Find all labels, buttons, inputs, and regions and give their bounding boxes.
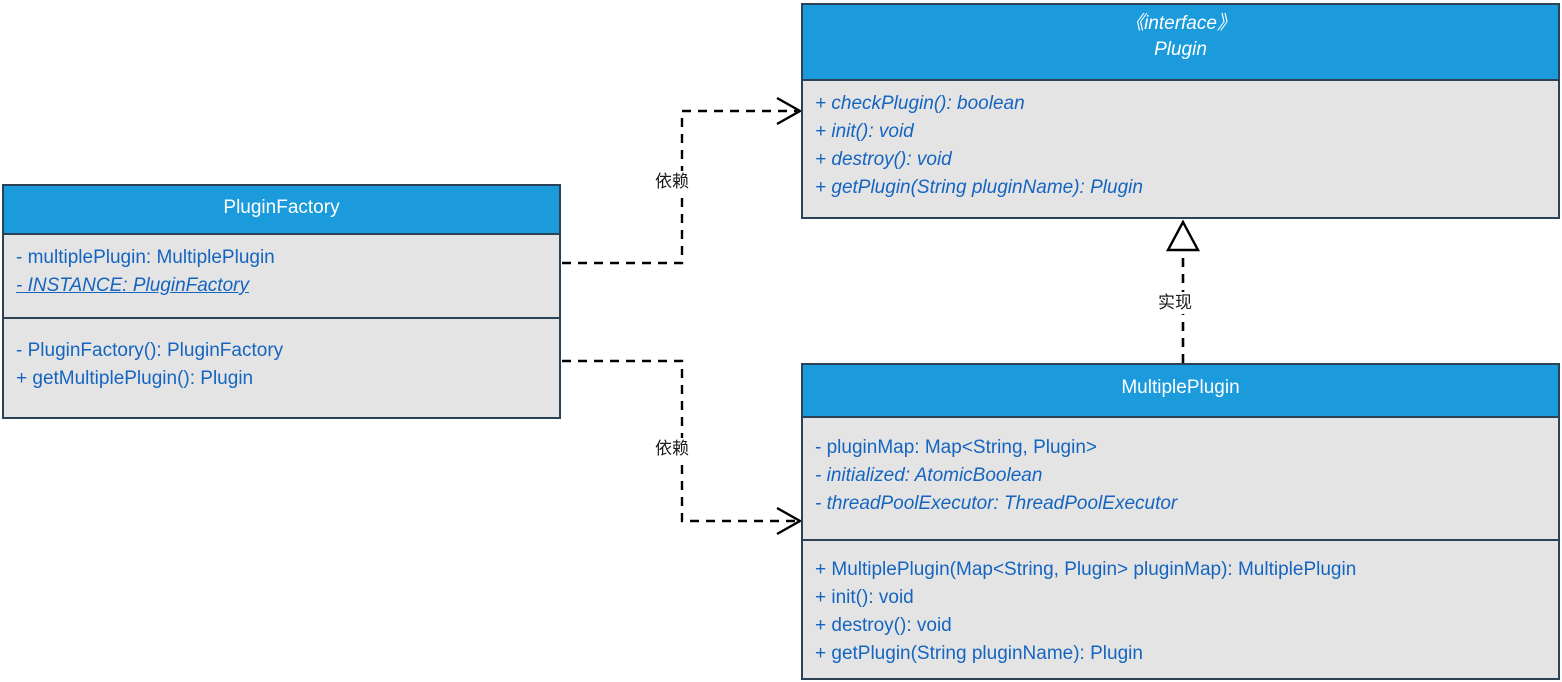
- operation-row: + destroy(): void: [815, 615, 952, 636]
- operations-compartment-multipleplugin: + MultiplePlugin(Map<String, Plugin> plu…: [803, 539, 1558, 678]
- relation-label-dependency-plugin: 依赖: [652, 171, 692, 193]
- operation-row: + getMultiplePlugin(): Plugin: [16, 368, 254, 389]
- attribute-static-text: - INSTANCE: PluginFactory: [16, 275, 249, 296]
- attribute-row: - multiplePlugin: MultiplePlugin: [16, 247, 275, 268]
- relation-label-realization: 实现: [1155, 292, 1195, 314]
- class-box-pluginfactory[interactable]: PluginFactory - multiplePlugin: Multiple…: [2, 184, 561, 419]
- class-header-pluginfactory: PluginFactory: [4, 186, 559, 235]
- attributes-compartment-pluginfactory: - multiplePlugin: MultiplePlugin - INSTA…: [4, 235, 559, 317]
- class-stereotype-plugin: 《interface》: [1125, 13, 1236, 34]
- operation-row: - PluginFactory(): PluginFactory: [16, 340, 284, 361]
- class-name-pluginfactory: PluginFactory: [223, 197, 340, 218]
- attribute-row: - pluginMap: Map<String, Plugin>: [815, 437, 1097, 458]
- class-name-multipleplugin: MultiplePlugin: [1121, 377, 1240, 398]
- operation-row: + getPlugin(String pluginName): Plugin: [815, 643, 1143, 664]
- operation-row: + destroy(): void: [815, 149, 952, 170]
- attribute-row: - initialized: AtomicBoolean: [815, 465, 1043, 486]
- class-box-multipleplugin[interactable]: MultiplePlugin - pluginMap: Map<String, …: [801, 363, 1560, 680]
- attribute-row-static: - INSTANCE: PluginFactory: [4, 272, 559, 300]
- attributes-compartment-multipleplugin: - pluginMap: Map<String, Plugin> - initi…: [803, 418, 1558, 539]
- operation-row: + init(): void: [815, 121, 914, 142]
- operation-row: + checkPlugin(): boolean: [815, 93, 1025, 114]
- class-header-multipleplugin: MultiplePlugin: [803, 365, 1558, 418]
- attribute-row: - threadPoolExecutor: ThreadPoolExecutor: [815, 493, 1178, 514]
- class-box-plugin[interactable]: 《interface》 Plugin + checkPlugin(): bool…: [801, 3, 1560, 219]
- operation-row: + init(): void: [815, 587, 914, 608]
- operation-row: + getPlugin(String pluginName): Plugin: [815, 177, 1143, 198]
- operation-row: + MultiplePlugin(Map<String, Plugin> plu…: [815, 559, 1357, 580]
- class-header-plugin: 《interface》 Plugin: [803, 5, 1558, 81]
- class-name-plugin: Plugin: [1154, 39, 1207, 60]
- relation-label-dependency-multipleplugin: 依赖: [652, 438, 692, 460]
- operations-compartment-pluginfactory: - PluginFactory(): PluginFactory + getMu…: [4, 317, 559, 403]
- operations-compartment-plugin: + checkPlugin(): boolean + init(): void …: [803, 81, 1558, 212]
